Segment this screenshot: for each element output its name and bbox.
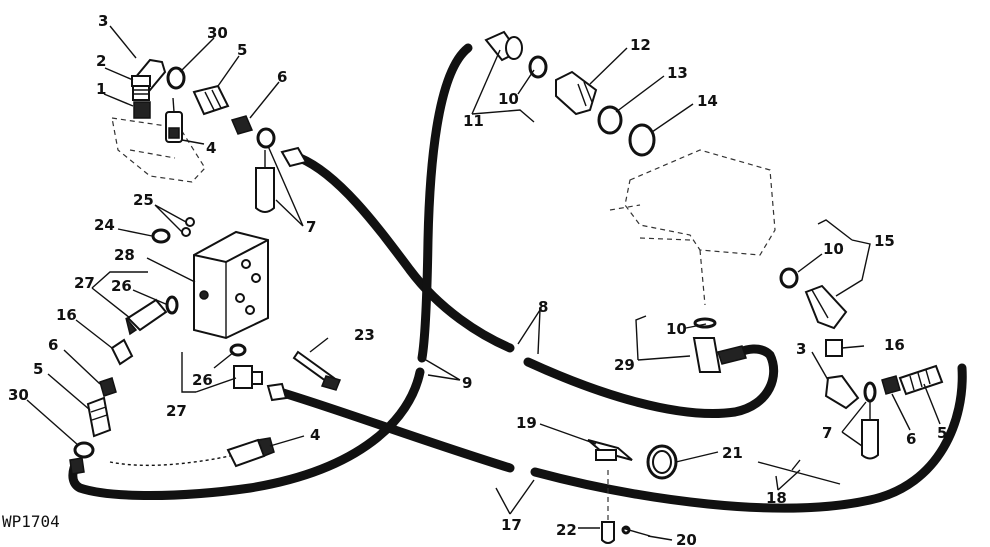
- fitting-6-top: [230, 115, 254, 135]
- callout-labels: 3 2 1 30 5 6 4 7 25 24 28 27 26 16 6 5 3…: [8, 12, 947, 547]
- callout-6-right: 6: [906, 430, 916, 448]
- callout-29: 29: [614, 356, 635, 374]
- hose-end-fitting-8-top: [280, 146, 308, 168]
- callout-25: 25: [133, 191, 154, 209]
- cap-plug-7-right: [861, 402, 879, 460]
- o-ring-26-upper: [165, 295, 179, 315]
- hose-end-fitting-left: [69, 457, 85, 475]
- hose-end-fitting-17: [266, 382, 288, 402]
- callout-15: 15: [874, 232, 895, 250]
- callout-19: 19: [516, 414, 537, 432]
- adapter-12: [555, 70, 598, 116]
- callout-17: 17: [501, 516, 522, 534]
- hose-17-right: [530, 363, 967, 513]
- adapter-5-left: [86, 396, 112, 438]
- leader-lines: [26, 25, 941, 541]
- fitting-16-left: [110, 338, 134, 366]
- callout-27-lower: 27: [166, 402, 187, 420]
- bolt-23: [292, 350, 342, 391]
- callout-3: 3: [98, 12, 108, 30]
- tie-strap-18: [757, 459, 841, 485]
- o-ring-10-mid: [693, 317, 717, 329]
- callout-5-right: 5: [937, 424, 947, 442]
- fitting-6-right: [881, 375, 901, 395]
- pin-22: [601, 470, 615, 544]
- callout-8: 8: [538, 298, 548, 316]
- callout-9: 9: [462, 374, 472, 392]
- callout-26-lower: 26: [192, 371, 213, 389]
- callout-2: 2: [96, 52, 106, 70]
- cap-plug-7-top: [255, 150, 275, 213]
- callout-4-lower: 4: [310, 426, 320, 444]
- o-ring-7-right: [863, 381, 877, 403]
- o-ring-14: [628, 123, 656, 157]
- elbow-27-upper: [125, 298, 168, 336]
- callout-20: 20: [676, 531, 697, 547]
- bracket-clip-19: [587, 439, 633, 461]
- o-ring-7-top: [256, 127, 276, 149]
- callout-16-right: 16: [884, 336, 905, 354]
- callout-6: 6: [277, 68, 287, 86]
- hose-9-lower: [68, 367, 425, 500]
- o-ring-10-right: [779, 267, 799, 289]
- ghost-bracket-left: [111, 117, 206, 183]
- adapter-fitting-5-top: [192, 84, 230, 116]
- o-ring-10-top: [528, 55, 548, 79]
- drawing-code: WP1704: [2, 512, 60, 531]
- sensor-switch-4-lower: [109, 437, 275, 468]
- callout-28: 28: [114, 246, 135, 264]
- callout-27: 27: [74, 274, 95, 292]
- callout-6-left: 6: [48, 336, 58, 354]
- callout-13: 13: [667, 64, 688, 82]
- fitting-16-right: [825, 339, 843, 357]
- hose-clamp-21: [646, 444, 678, 480]
- callout-7-right: 7: [822, 424, 832, 442]
- callout-23: 23: [354, 326, 375, 344]
- callout-10-top: 10: [498, 90, 519, 108]
- hose-17-left: [275, 387, 515, 473]
- callout-18: 18: [766, 489, 787, 507]
- callout-1: 1: [96, 80, 106, 98]
- tee-fitting-29: [692, 337, 747, 373]
- adapter-5-right: [898, 364, 944, 396]
- callout-30-left: 30: [8, 386, 29, 404]
- elbow-27-lower: [233, 365, 263, 389]
- o-ring-30-top: [166, 66, 186, 90]
- nut-fitting-1: [133, 101, 151, 119]
- elbow-fitting-11: [484, 30, 523, 62]
- callout-5-left: 5: [33, 360, 43, 378]
- callout-30: 30: [207, 24, 228, 42]
- callout-4: 4: [206, 139, 216, 157]
- fitting-6-left: [99, 377, 117, 397]
- callout-14: 14: [697, 92, 718, 110]
- callout-26: 26: [111, 277, 132, 295]
- o-ring-24: [151, 228, 171, 244]
- callout-7: 7: [306, 218, 316, 236]
- elbow-3-right: [824, 374, 860, 410]
- callout-16: 16: [56, 306, 77, 324]
- callout-24: 24: [94, 216, 115, 234]
- sensor-plug-4-top: [165, 97, 183, 143]
- fitting-15: [804, 284, 848, 330]
- hose-9-upper: [417, 43, 473, 363]
- hose-8-lower: [523, 344, 779, 418]
- o-ring-26-lower: [229, 343, 247, 357]
- nipple-fitting-2: [132, 85, 150, 101]
- callout-10-right: 10: [823, 240, 844, 258]
- callout-5: 5: [237, 41, 247, 59]
- cotter-pin-20: [621, 525, 651, 537]
- callout-21: 21: [722, 444, 743, 462]
- manifold-block-28: [193, 230, 269, 340]
- ghost-valve-housing: [609, 149, 776, 306]
- callout-12: 12: [630, 36, 651, 54]
- callout-10-mid: 10: [666, 320, 687, 338]
- callout-3-right: 3: [796, 340, 806, 358]
- callout-22: 22: [556, 521, 577, 539]
- hose-8-upper: [295, 153, 515, 353]
- callout-11: 11: [463, 112, 484, 130]
- o-ring-30-left: [73, 441, 95, 459]
- o-ring-13: [597, 105, 623, 135]
